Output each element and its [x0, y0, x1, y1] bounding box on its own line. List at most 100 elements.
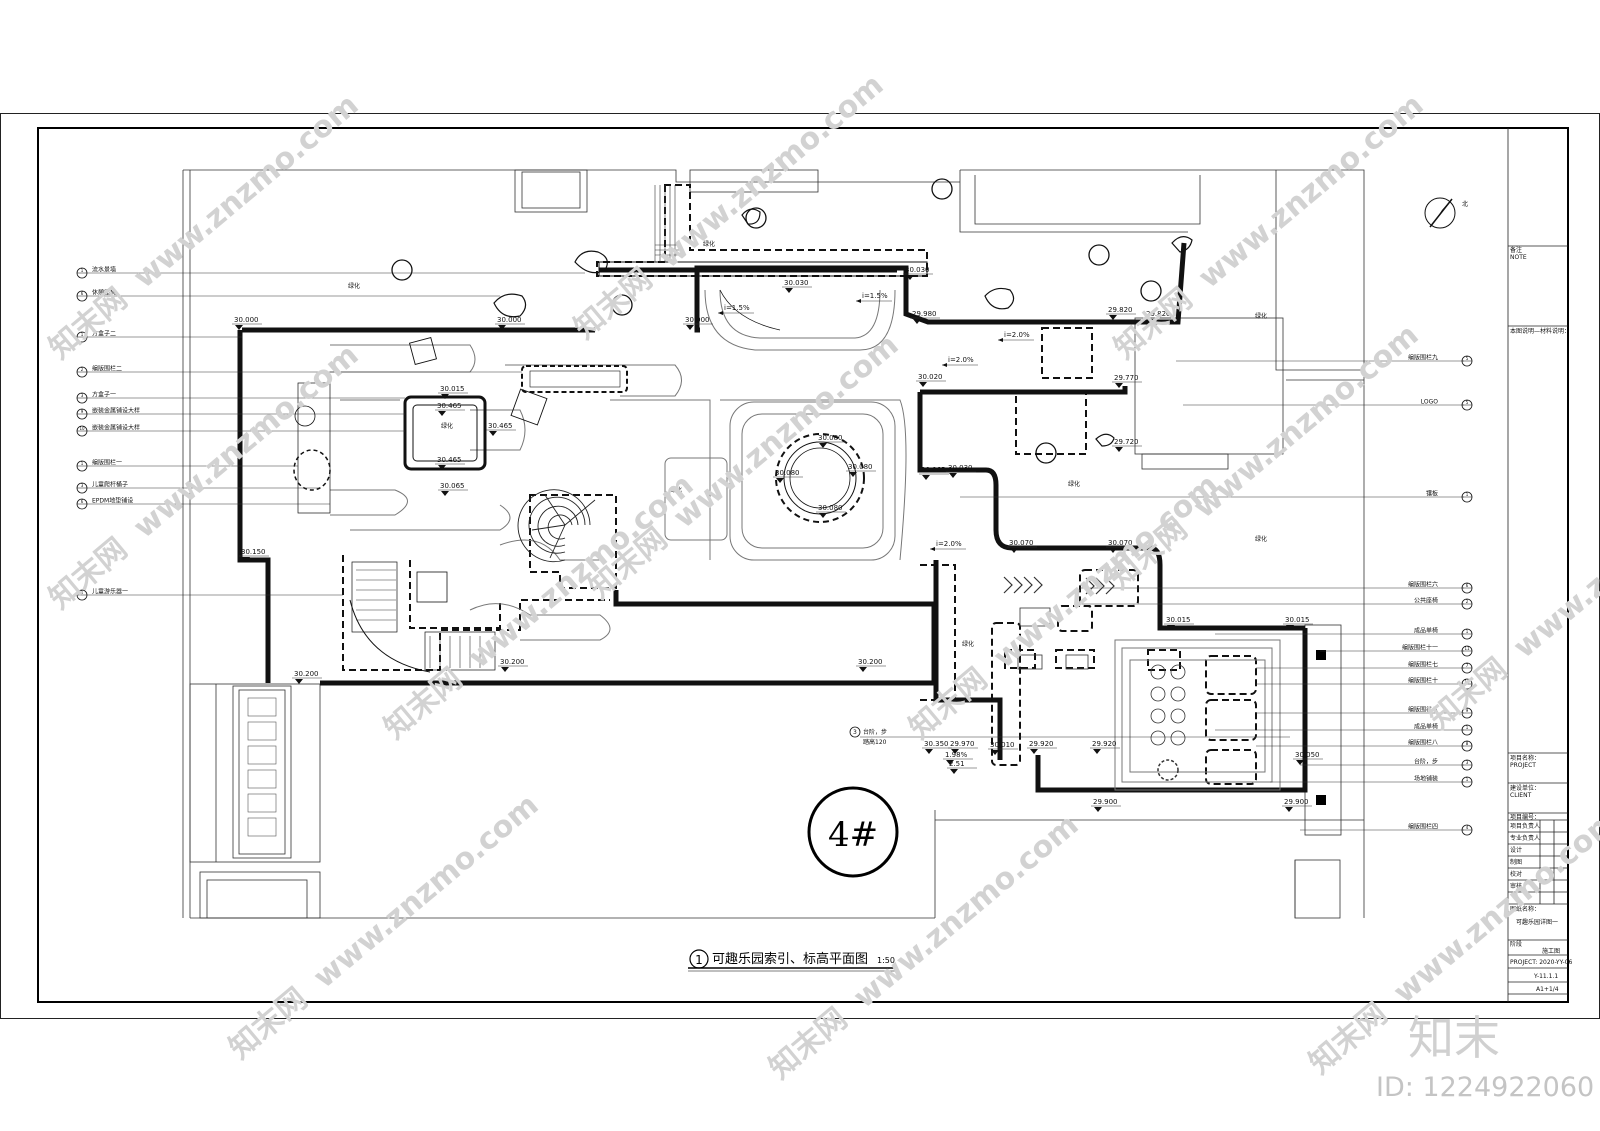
watermark-cn: 知末网 — [223, 981, 314, 1066]
left-callout-text: 流水景墙 — [92, 266, 116, 274]
elevation-mark: 30.200 — [856, 658, 886, 672]
right-callout-text: 编版围栏八 — [1408, 706, 1438, 714]
elevation-value: 30.080 — [848, 463, 873, 471]
left-callout-num: 2 — [81, 367, 84, 372]
elevation-value: 30.065 — [921, 466, 946, 474]
elevation-mark: 30.200 — [498, 658, 528, 672]
right-callout-text: 编版围栏八 — [1408, 739, 1438, 747]
tb-stage: 施工图 — [1542, 947, 1560, 955]
tb-drawing-name: 可趣乐园详图一 — [1516, 918, 1558, 926]
left-callout-num: 9 — [81, 409, 84, 414]
watermark-layer: 知末网www.znzmo.com知末网www.znzmo.com知末网www.z… — [43, 67, 1600, 1103]
right-callout-text: 编版围栏六 — [1408, 581, 1438, 589]
right-callout-text: 编版围栏九 — [1408, 354, 1438, 362]
elevation-value: 30.015 — [1285, 616, 1310, 624]
tb-drawing-name-label: 图纸名称： — [1510, 905, 1540, 913]
dashed-zones — [342, 184, 1257, 785]
left-callout-text: 嵌装金属铺设大样 — [92, 424, 140, 432]
north-label: 北 — [1462, 200, 1468, 208]
elevation-value: 1.98% — [945, 751, 968, 759]
planting-label: 绿化 — [670, 486, 682, 494]
step-note: 3 台阶，步 踏高120 — [849, 726, 1290, 746]
elevation-mark: 30.000 — [232, 316, 262, 330]
step-note-text: 台阶，步 — [863, 728, 887, 736]
elevation-mark: 30.065 — [438, 482, 468, 496]
right-callout-num: 3 — [1466, 760, 1469, 765]
elevation-value: 30.065 — [440, 482, 465, 490]
tb-row-5: 项目负责人 — [1510, 822, 1540, 830]
elevation-mark: 30.080 — [773, 469, 803, 483]
elevation-mark: 30.070 — [1007, 539, 1037, 553]
elevation-mark: 30.050 — [1293, 751, 1323, 765]
left-callout-text: 儿童爬杆桶子 — [92, 481, 128, 489]
play-area-walls — [237, 242, 1308, 793]
right-callout-text: 编版围栏四 — [1408, 823, 1438, 831]
right-callout-num: 9 — [1466, 708, 1469, 713]
planting-label: 绿化 — [1068, 480, 1080, 488]
elevation-value: 29.900 — [1093, 798, 1118, 806]
right-callout-num: 10 — [1464, 679, 1470, 684]
left-callout-text: 编版围栏二 — [92, 365, 122, 373]
elevation-value: 30.465 — [488, 422, 513, 430]
step-note-num: 3 — [853, 729, 857, 736]
title-index: 1 — [695, 953, 703, 967]
elevation-value: 30.000 — [685, 316, 710, 324]
elevation-value: 30.070 — [1009, 539, 1034, 547]
elevation-value: 2.51 — [949, 760, 965, 768]
watermark-cn: 知末网 — [903, 661, 994, 746]
elevation-mark: 30.015 — [1164, 616, 1194, 630]
elevation-mark: 30.150 — [239, 548, 269, 562]
elevation-value: 30.070 — [1108, 539, 1133, 547]
title-block-text: 备注 NOTE 本图说明—材料说明： 项目名称： PROJECT 建设单位： C… — [1510, 246, 1573, 993]
planting-label: 绿化 — [441, 422, 453, 430]
slope-mark: i=2.0% — [930, 540, 966, 551]
slope-value: i=2.0% — [1004, 331, 1030, 339]
slope-value: i=1.5% — [724, 304, 750, 312]
square-boxes — [293, 336, 628, 673]
elevation-mark: 30.015 — [438, 385, 468, 399]
elevation-value: 30.000 — [497, 316, 522, 324]
watermark-site: www.znzmo.com — [1507, 457, 1600, 665]
left-callout-text: 嵌装金属铺设大样 — [92, 407, 140, 415]
watermark-cn: 知末网 — [763, 1001, 854, 1086]
tb-row-9: 校对 — [1510, 870, 1522, 878]
elevation-mark: 30.065 — [919, 466, 949, 480]
elevation-mark: 30.465 — [486, 422, 516, 436]
planting-label: 绿化 — [962, 640, 974, 648]
direction-chevrons — [1003, 576, 1115, 595]
title-block — [1507, 128, 1568, 1002]
elevation-mark: 30.000 — [683, 316, 713, 330]
right-callout-num: 11 — [1464, 646, 1470, 651]
elevation-mark: 30.080 — [816, 434, 846, 448]
left-callout-num: 3 — [81, 483, 84, 488]
slope-mark: i=2.0% — [998, 331, 1034, 342]
trees — [391, 178, 1162, 464]
right-callout-text: 公共座椅 — [1414, 597, 1438, 605]
tb-row-4: 项目编号： — [1510, 813, 1540, 821]
left-callout-text: EPDM地垫铺设 — [92, 497, 133, 505]
elevation-mark: 29.920 — [1027, 740, 1057, 754]
watermark-cn: 知末网 — [568, 261, 659, 346]
elevation-value: 30.020 — [918, 373, 943, 381]
elevation-value: 29.970 — [950, 740, 975, 748]
elevation-mark: 30.030 — [903, 266, 933, 280]
building-4: 4# — [807, 786, 899, 878]
elevation-mark: 2.51 — [947, 760, 977, 774]
left-callout-num: 1 — [81, 332, 84, 337]
left-callout-num: 1 — [81, 268, 84, 273]
elevation-value: 30.050 — [1295, 751, 1320, 759]
watermark-logo: 知末 — [1408, 1011, 1500, 1065]
elevation-value: 30.200 — [294, 670, 319, 678]
watermark-site: www.znzmo.com — [667, 327, 905, 535]
